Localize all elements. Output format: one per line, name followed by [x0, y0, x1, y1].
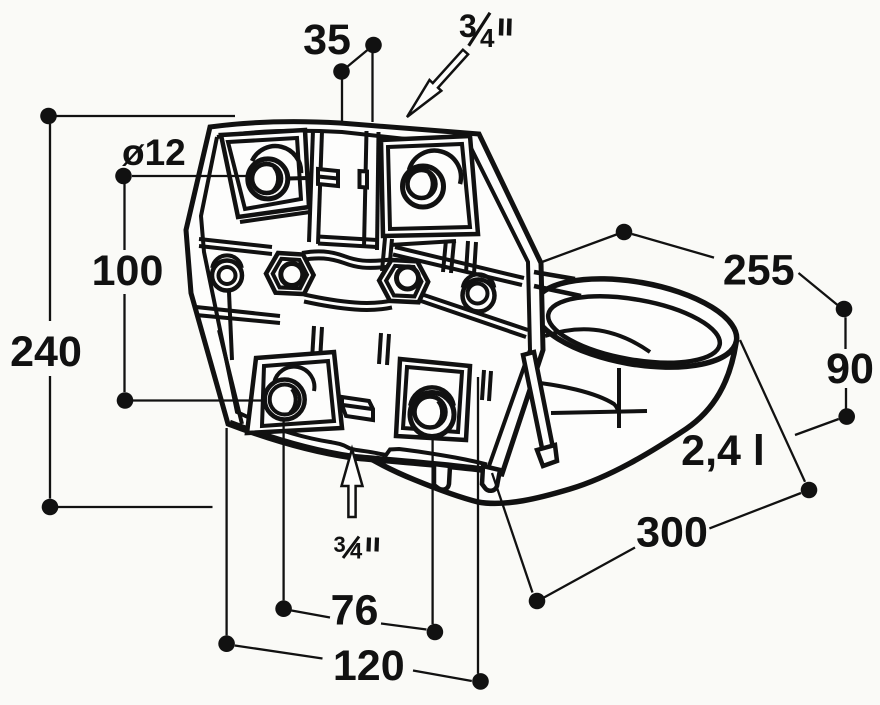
svg-text:4: 4: [480, 23, 495, 53]
svg-text:2,4 l: 2,4 l: [681, 427, 765, 475]
svg-text:ø12: ø12: [122, 132, 186, 173]
svg-text:35: 35: [303, 16, 351, 64]
svg-text:240: 240: [10, 328, 82, 376]
svg-text:300: 300: [636, 509, 708, 557]
svg-text:76: 76: [331, 587, 379, 635]
svg-text:90: 90: [826, 345, 874, 393]
svg-text:255: 255: [723, 247, 795, 295]
svg-text:3: 3: [459, 8, 477, 44]
svg-text:120: 120: [333, 642, 405, 690]
svg-text:3: 3: [334, 532, 346, 557]
svg-text:100: 100: [92, 247, 164, 295]
